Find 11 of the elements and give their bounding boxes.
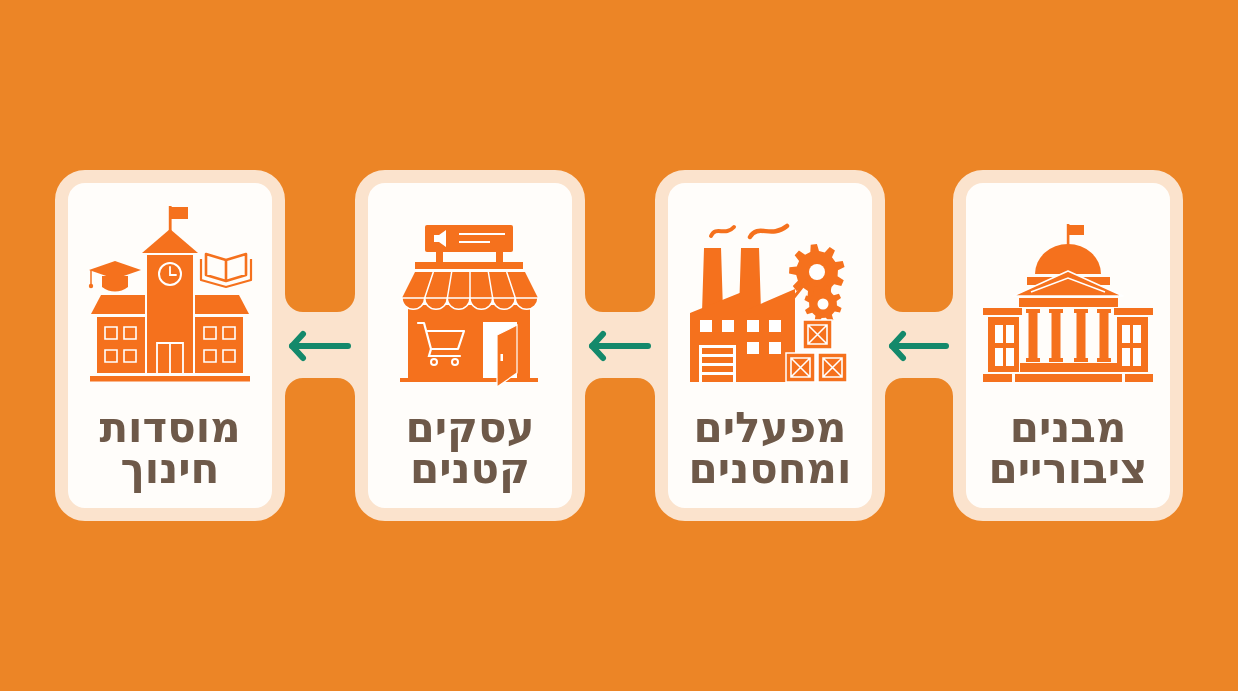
- step-card: [355, 170, 585, 521]
- arrow: [589, 331, 651, 361]
- arrow: [289, 331, 351, 361]
- card-title: מפעלים ומחסנים: [688, 403, 852, 493]
- step-card: [55, 170, 285, 521]
- card-title: מבנים ציבוריים: [988, 403, 1148, 493]
- card-title: עסקים קטנים: [405, 403, 535, 493]
- step-card: [953, 170, 1183, 521]
- step-card: [655, 170, 885, 521]
- card-title: מוסדות חינוך: [99, 403, 241, 493]
- arrow: [889, 331, 949, 361]
